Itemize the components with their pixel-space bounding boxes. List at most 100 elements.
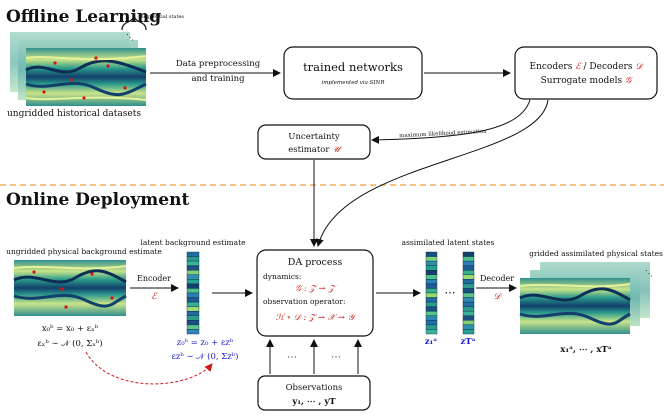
latent-cell [425, 329, 438, 335]
obs-op-eq: ℋ ∘ 𝒟 : 𝒵 → 𝒳 → 𝒴 [276, 313, 357, 323]
latent-cell [462, 274, 475, 280]
latent-cell [186, 306, 200, 312]
latent-cell [462, 311, 475, 316]
latent-cell [425, 279, 438, 285]
assimilated-latent-vector-T [462, 251, 475, 335]
latent-cell [462, 279, 475, 285]
latent-cell [186, 301, 200, 307]
latent-cell [425, 301, 438, 307]
latent-cell [186, 311, 200, 316]
latent-dots: ⋯ [445, 286, 456, 299]
sequential-states-label: sequential states [141, 14, 184, 20]
latent-cell [462, 297, 475, 303]
latent-cell [186, 283, 200, 289]
dynamics-eq: 𝒢 : 𝒵 → 𝒵 [295, 284, 337, 294]
latent-cell [425, 283, 438, 289]
latent-cell [425, 315, 438, 321]
latent-cell [462, 256, 475, 262]
latent-cell [425, 288, 438, 294]
latent-cell [425, 265, 438, 271]
obs-dots-2: ⋯ [331, 352, 341, 363]
latent-cell [186, 320, 200, 326]
encoder-symbol: ℰ [151, 292, 158, 302]
trained-networks-sub: implemented via SINR [321, 80, 384, 86]
background-field-image [13, 260, 127, 316]
latent-cell [462, 265, 475, 271]
assim-latent-label: assimilated latent states [402, 238, 495, 247]
latent-cell [186, 270, 200, 275]
mle-label: maximum likelihood estimation [399, 129, 487, 140]
models-line-1: Encoders ℰ / Decoders 𝒟 [530, 62, 645, 72]
assimilated-latent-vector-1 [425, 251, 438, 335]
gridded-state-stack [519, 262, 650, 334]
preprocess-label-2: and training [191, 74, 245, 84]
models-line-2: Surrogate models 𝒢 [541, 76, 633, 86]
models-box [514, 46, 658, 100]
latent-eq-1: z₀ᵇ = z₀ + εzᵇ [177, 338, 234, 348]
latent-cell [462, 283, 475, 289]
latent-cell [462, 270, 475, 275]
gridded-label: gridded assimilated physical states [529, 249, 663, 258]
observations-eq: y₁, ⋯ , yT [291, 397, 336, 407]
uncertainty-line-1: Uncertainty [288, 132, 340, 142]
observations-box [257, 375, 371, 411]
latent-bg-label: latent background estimate [140, 238, 246, 247]
latent-cell [425, 270, 438, 275]
latent-cell [186, 324, 200, 330]
uncertainty-line-2: estimator 𝒰 [288, 145, 342, 155]
latent-cell [186, 260, 200, 266]
latent-cell [462, 301, 475, 307]
ellipsis-dots: ⋱ [126, 33, 134, 42]
latent-cell [186, 288, 200, 294]
latent-cell [186, 274, 200, 280]
latent-cell [425, 260, 438, 266]
latent-cell [186, 292, 200, 298]
zT-label: zTᵃ [460, 337, 475, 347]
arrow-models-to-da [315, 99, 549, 247]
z1-label: z₁ᵃ [425, 337, 438, 347]
decoder-symbol: 𝒟 [493, 292, 502, 302]
latent-cell [462, 306, 475, 312]
latent-cell [186, 329, 200, 335]
latent-cell [462, 329, 475, 335]
latent-cell [425, 274, 438, 280]
latent-cell [425, 311, 438, 316]
decoder-label: Decoder [480, 274, 514, 283]
latent-cell [425, 324, 438, 330]
latent-cell [462, 324, 475, 330]
arrow-noise-mapping [85, 351, 213, 385]
latent-cell [186, 251, 200, 257]
latent-cell [425, 251, 438, 257]
latent-cell [462, 315, 475, 321]
arrow-mle [371, 99, 531, 144]
gridded-eq: x₁ᵃ, ⋯ , xTᵃ [560, 345, 611, 355]
dynamics-label: dynamics: [263, 272, 301, 281]
uncertainty-box [257, 124, 371, 160]
sequence-brace [121, 13, 147, 31]
latent-cell [425, 320, 438, 326]
latent-cell [462, 320, 475, 326]
latent-cell [425, 306, 438, 312]
trained-networks-title: trained networks [303, 60, 403, 74]
latent-cell [425, 292, 438, 298]
background-label: ungridded physical background estimate [6, 247, 162, 256]
gridded-ellipsis: ⋱ [645, 269, 653, 278]
da-process-box [256, 249, 374, 337]
latent-cell [186, 315, 200, 321]
offline-title: Offline Learning [6, 7, 161, 27]
historical-dataset-stack [10, 32, 147, 106]
latent-cell [425, 297, 438, 303]
latent-cell [425, 256, 438, 262]
latent-cell [186, 265, 200, 271]
latent-cell [462, 260, 475, 266]
latent-background-vector [186, 251, 200, 335]
latent-cell [186, 279, 200, 285]
obs-op-label: observation operator: [263, 297, 346, 306]
da-title: DA process [288, 257, 343, 268]
encoder-label: Encoder [137, 274, 171, 283]
online-title: Online Deployment [6, 190, 189, 210]
latent-cell [186, 297, 200, 303]
observations-title: Observations [286, 383, 343, 393]
bg-eq-1: x₀ᵇ = x₀ + εₓᵇ [42, 324, 99, 334]
